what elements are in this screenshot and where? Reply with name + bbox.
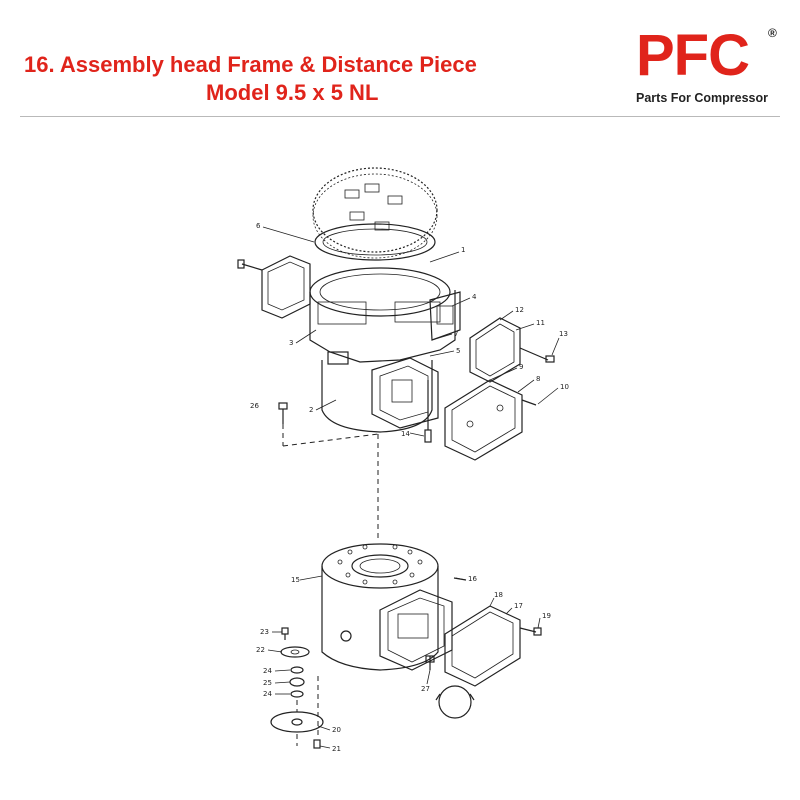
callout-5: 5 [456,347,460,355]
callout-7: 7 [454,330,458,338]
callout-4: 4 [472,293,477,301]
callout-3: 3 [289,339,293,347]
bolt-14 [424,380,432,443]
side-cover-upper [469,317,555,383]
callout-17: 17 [514,602,523,610]
callout-24-upper: 24 [263,667,272,675]
side-cover-lower [444,577,542,687]
registered-mark: ® [768,26,777,40]
oil-fitting-stack [270,627,324,749]
callout-6: 6 [256,222,261,230]
callout-14: 14 [401,430,410,438]
callout-22: 22 [256,646,265,654]
callout-1: 1 [461,246,465,254]
model-subtitle: Model 9.5 x 5 NL [206,80,379,105]
head-frame [309,267,461,363]
page-title: 16. Assembly head Frame & Distance Piece [24,52,477,77]
distance-piece-upper [321,351,439,433]
header-divider [20,116,780,117]
distance-piece-lower [321,543,453,671]
callout-24-lower: 24 [263,690,272,698]
callout-16: 16 [468,575,477,583]
callout-27: 27 [421,685,430,693]
leader-lines [262,226,560,749]
valve-plate [312,167,438,259]
bolt-26 [278,402,288,446]
callout-13: 13 [559,330,568,338]
callout-23: 23 [260,628,269,636]
callout-25: 25 [263,679,272,687]
pfc-logo: PFC ® Parts For Compressor [636,26,786,108]
callout-8: 8 [536,375,540,383]
callout-labels: 6 1 4 12 11 13 7 5 3 9 8 10 2 26 14 15 1… [250,222,569,753]
left-cover [237,255,311,319]
callout-19: 19 [542,612,551,620]
callout-18: 18 [494,591,503,599]
logo-tagline: Parts For Compressor [636,91,768,105]
callout-10: 10 [560,383,569,391]
callout-26: 26 [250,402,259,410]
drain-plug [425,655,475,719]
callout-11: 11 [536,319,545,327]
gasket [314,223,436,261]
cover-plate-upper [444,379,537,461]
callout-20: 20 [332,726,341,734]
callout-2: 2 [309,406,313,414]
callout-9: 9 [519,363,523,371]
callout-15: 15 [291,576,300,584]
callout-21: 21 [332,745,341,753]
logo-wordmark: PFC [636,23,750,88]
callout-12: 12 [515,306,524,314]
